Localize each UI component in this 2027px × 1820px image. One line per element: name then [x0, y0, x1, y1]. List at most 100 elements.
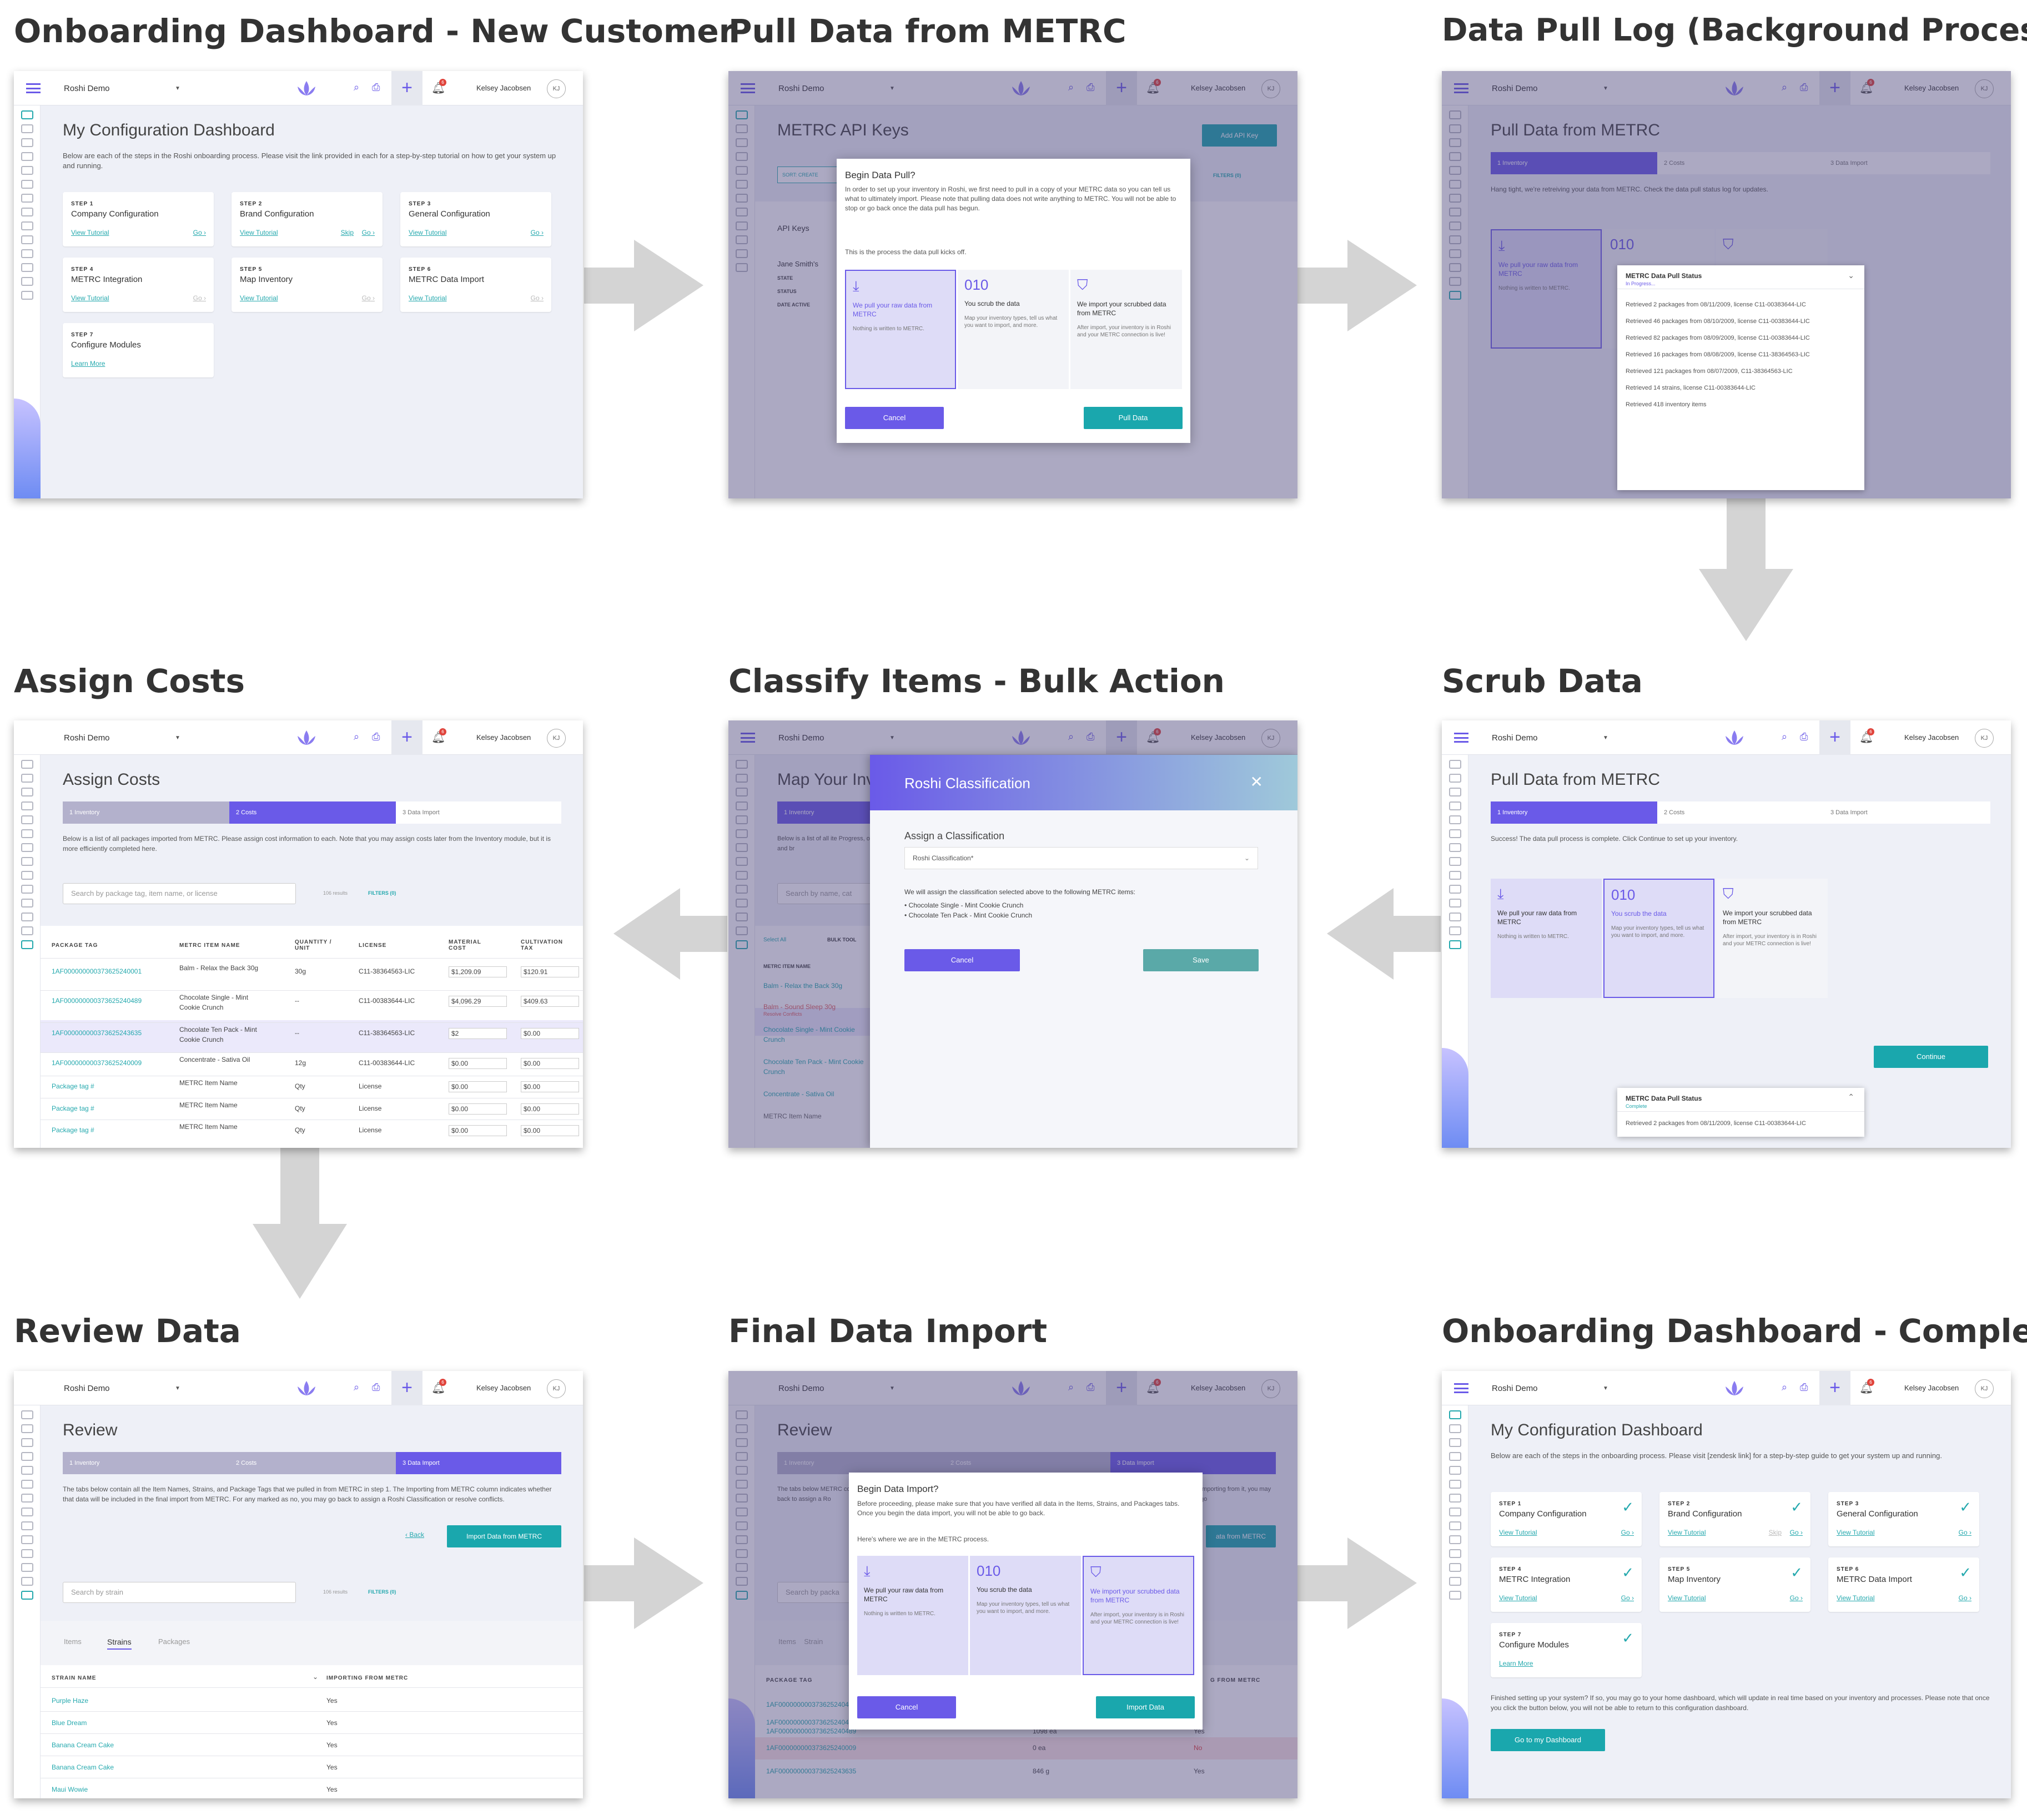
- nav-icon[interactable]: [21, 801, 33, 810]
- org-selector[interactable]: Roshi Demo: [778, 733, 824, 743]
- nav-icon[interactable]: [735, 1438, 748, 1447]
- filters-button[interactable]: FILTERS (0): [368, 890, 396, 896]
- material-cost-input[interactable]: $2: [449, 1028, 507, 1039]
- search-icon[interactable]: ⌕: [1068, 731, 1074, 742]
- chevron-down-icon[interactable]: ▼: [175, 735, 180, 741]
- filters-button[interactable]: FILTERS (0): [1213, 173, 1241, 178]
- add-icon[interactable]: +: [1106, 71, 1137, 105]
- search-input[interactable]: Search by package tag, item name, or lic…: [63, 883, 296, 904]
- avatar[interactable]: KJ: [1975, 729, 1994, 748]
- item-link[interactable]: METRC Item Name: [763, 1112, 822, 1120]
- nav-icon[interactable]: [1448, 1549, 1461, 1558]
- nav-icon[interactable]: [21, 1591, 33, 1600]
- nav-icon[interactable]: [1448, 843, 1461, 852]
- nav-icon[interactable]: [1448, 940, 1461, 949]
- avatar[interactable]: KJ: [1975, 1379, 1994, 1398]
- go-link[interactable]: Go ›: [1958, 1594, 1971, 1602]
- select-all-button[interactable]: Select All: [763, 937, 787, 943]
- chevron-down-icon[interactable]: ▼: [1603, 85, 1608, 92]
- nav-icon[interactable]: [1448, 912, 1461, 921]
- nav-icon[interactable]: [21, 1466, 33, 1475]
- search-input[interactable]: Search by name, cat: [777, 883, 888, 904]
- home-icon[interactable]: [21, 110, 33, 119]
- nav-icon[interactable]: [1448, 1494, 1461, 1503]
- strain-name-link[interactable]: Banana Cream Cake: [52, 1763, 114, 1771]
- menu-icon[interactable]: [741, 83, 755, 93]
- org-selector[interactable]: Roshi Demo: [64, 1384, 110, 1393]
- nav-icon[interactable]: [735, 138, 748, 147]
- home-icon[interactable]: [21, 760, 33, 769]
- package-tag-cell[interactable]: 1AF000000000373625240489: [52, 997, 142, 1005]
- search-icon[interactable]: ⌕: [1782, 82, 1788, 93]
- nav-icon[interactable]: [21, 235, 33, 244]
- nav-icon[interactable]: [21, 1438, 33, 1447]
- nav-icon[interactable]: [21, 1480, 33, 1489]
- tab-api-keys[interactable]: API Keys: [777, 224, 809, 233]
- tabs[interactable]: Items Strain: [778, 1637, 823, 1646]
- learn-more-link[interactable]: Learn More: [71, 360, 105, 367]
- add-api-key-button[interactable]: Add API Key: [1202, 124, 1277, 147]
- nav-icon[interactable]: [1448, 208, 1461, 216]
- nav-icon[interactable]: [735, 235, 748, 244]
- nav-icon[interactable]: [1448, 801, 1461, 810]
- back-link[interactable]: ‹ Back: [405, 1531, 425, 1539]
- strain-name-link[interactable]: Banana Cream Cake: [52, 1741, 114, 1749]
- nav-icon[interactable]: [21, 1563, 33, 1572]
- menu-icon[interactable]: [1454, 83, 1468, 93]
- home-icon[interactable]: [1448, 1410, 1461, 1419]
- nav-icon[interactable]: [21, 1508, 33, 1516]
- add-icon[interactable]: +: [391, 1371, 422, 1405]
- nav-icon[interactable]: [21, 1577, 33, 1586]
- home-icon[interactable]: [1448, 110, 1461, 119]
- nav-icon[interactable]: [735, 180, 748, 189]
- save-button[interactable]: Save: [1143, 949, 1259, 971]
- nav-icon[interactable]: [735, 208, 748, 216]
- nav-icon[interactable]: [735, 857, 748, 866]
- tutorial-link[interactable]: View Tutorial: [240, 229, 278, 236]
- nav-icon[interactable]: [1448, 899, 1461, 908]
- avatar[interactable]: KJ: [1261, 729, 1280, 748]
- nav-icon[interactable]: [735, 801, 748, 810]
- menu-icon[interactable]: [26, 83, 41, 93]
- nav-icon[interactable]: [21, 788, 33, 796]
- avatar[interactable]: KJ: [547, 79, 566, 98]
- nav-icon[interactable]: [21, 1535, 33, 1544]
- go-link[interactable]: Go ›: [530, 229, 544, 236]
- nav-icon[interactable]: [21, 912, 33, 921]
- strain-name-link[interactable]: Maui Wowie: [52, 1786, 88, 1793]
- nav-icon[interactable]: [735, 899, 748, 908]
- strain-name-link[interactable]: Purple Haze: [52, 1697, 89, 1705]
- nav-icon[interactable]: [1448, 1424, 1461, 1433]
- nav-icon[interactable]: [21, 194, 33, 203]
- nav-icon[interactable]: [21, 871, 33, 880]
- nav-icon[interactable]: [1448, 857, 1461, 866]
- chevron-down-icon[interactable]: ▼: [1603, 735, 1608, 741]
- chevron-down-icon[interactable]: ▼: [1603, 1385, 1608, 1392]
- close-icon[interactable]: ✕: [1250, 773, 1263, 790]
- material-cost-input[interactable]: $0.00: [449, 1081, 507, 1092]
- nav-icon[interactable]: [1448, 194, 1461, 203]
- resolve-conflicts-link[interactable]: Resolve Conflicts: [763, 1011, 802, 1017]
- learn-more-link[interactable]: Learn More: [1499, 1660, 1533, 1667]
- nav-icon[interactable]: [1448, 221, 1461, 230]
- package-tag[interactable]: 1AF000000000373625240489: [766, 1701, 857, 1708]
- nav-icon[interactable]: [735, 1591, 748, 1600]
- add-icon[interactable]: +: [1106, 720, 1137, 755]
- org-selector[interactable]: Roshi Demo: [1492, 1384, 1538, 1393]
- tutorial-link[interactable]: View Tutorial: [1668, 1594, 1706, 1602]
- nav-icon[interactable]: [735, 926, 748, 935]
- nav-icon[interactable]: [735, 263, 748, 272]
- nav-icon[interactable]: [735, 1508, 748, 1516]
- nav-icon[interactable]: [1448, 1480, 1461, 1489]
- go-link[interactable]: Go ›: [361, 229, 375, 236]
- cultivation-tax-input[interactable]: $0.00: [521, 1081, 579, 1092]
- cultivation-tax-input[interactable]: $120.91: [521, 966, 579, 977]
- nav-icon[interactable]: [21, 221, 33, 230]
- nav-icon[interactable]: [735, 871, 748, 880]
- item-link[interactable]: Chocolate Single - Mint Cookie Crunch: [763, 1026, 855, 1043]
- package-tag[interactable]: 1AF000000000373625243635: [766, 1767, 857, 1775]
- search-input[interactable]: Search by strain: [63, 1582, 296, 1603]
- nav-icon[interactable]: [21, 291, 33, 300]
- nav-icon[interactable]: [21, 843, 33, 852]
- avatar[interactable]: KJ: [547, 1379, 566, 1398]
